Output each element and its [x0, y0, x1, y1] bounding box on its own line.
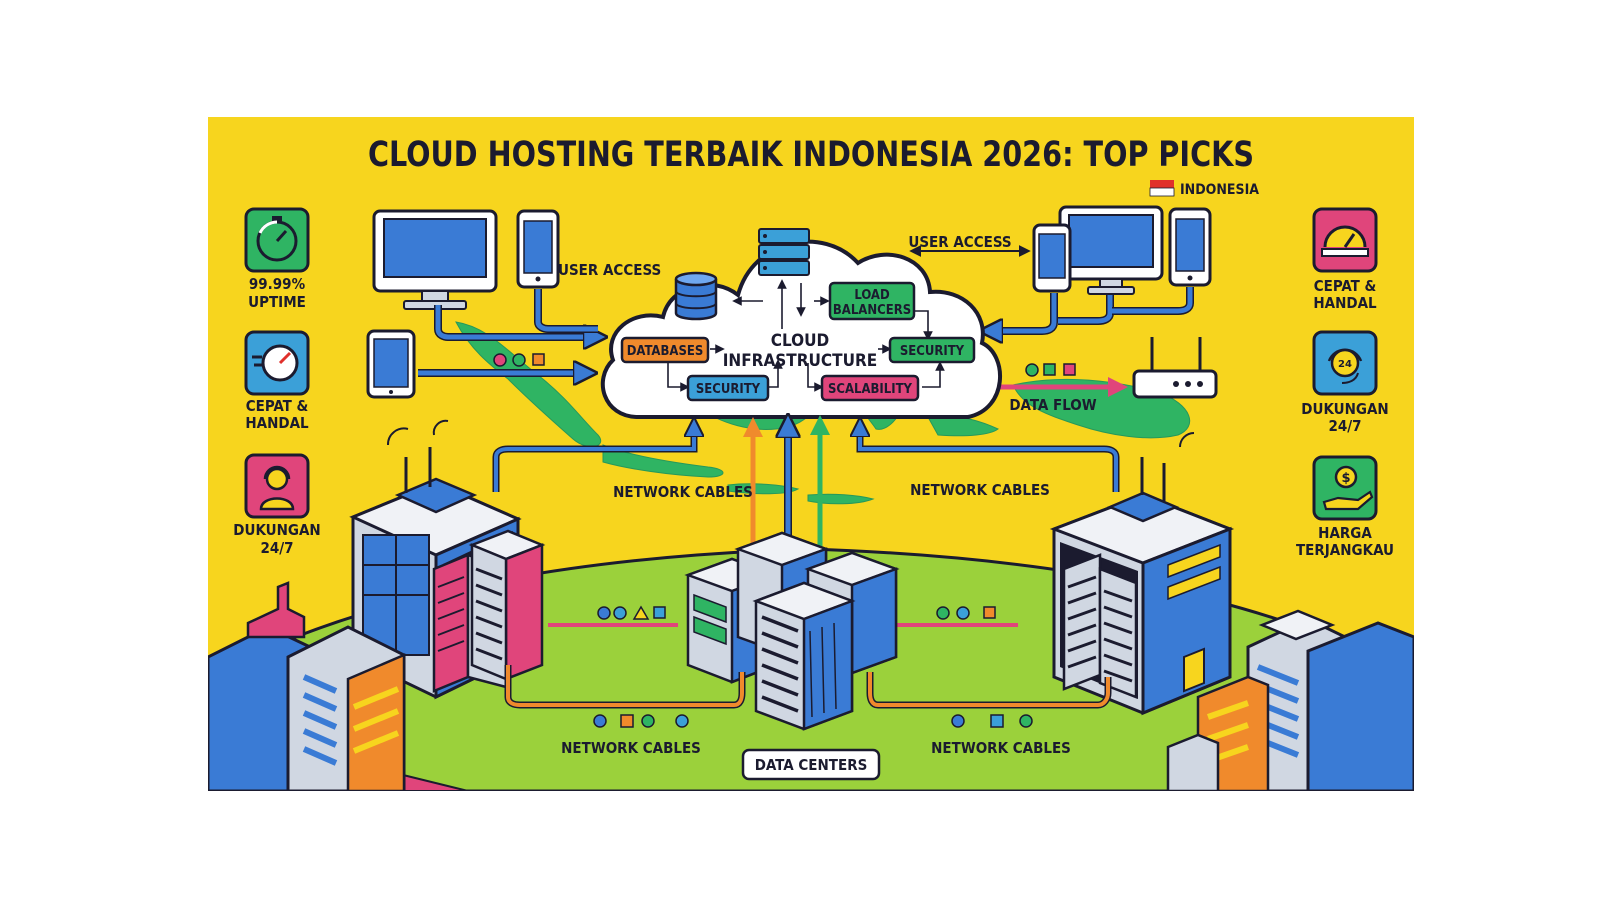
- speed-gauge-icon: [1321, 225, 1369, 257]
- tag-security-bottom-label: SECURITY: [696, 382, 761, 397]
- network-cables-left-label: NETWORK CABLES: [613, 483, 753, 501]
- network-cables-bottom-right-label: NETWORK CABLES: [931, 739, 1071, 757]
- data-flow-label: DATA FLOW: [1009, 396, 1096, 414]
- tag-security-bottom: SECURITY: [686, 374, 770, 402]
- data-packets-left: [493, 353, 545, 367]
- city-buildings-right: [1166, 609, 1414, 791]
- tag-databases: DATABASES: [620, 336, 710, 364]
- tablet-left-icon: [366, 329, 416, 399]
- data-packets-right: [1025, 363, 1076, 377]
- building-right: [1049, 432, 1235, 716]
- infographic-canvas: CLOUD HOSTING TERBAIK INDONESIA 2026: TO…: [208, 117, 1414, 791]
- desktop-monitor-right-icon: [1058, 205, 1164, 295]
- tag-scalability: SCALABILITY: [820, 374, 920, 402]
- left-feature-1-line-2: UPTIME: [248, 293, 306, 311]
- tag-databases-label: DATABASES: [627, 344, 704, 359]
- left-feature-3-line-2: 24/7: [260, 539, 293, 557]
- database-icon: [674, 271, 718, 321]
- left-feature-3: DUKUNGAN 24/7: [233, 453, 321, 557]
- server-racks-left: [432, 529, 546, 693]
- horizontal-links: [548, 605, 1018, 627]
- router-icon: [1132, 337, 1218, 399]
- speedometer-icon: [252, 344, 299, 382]
- center-data-center: [684, 531, 900, 731]
- server-rack-icon: [758, 228, 810, 276]
- left-feature-2-line-1: CEPAT &: [246, 397, 309, 415]
- cloud-infrastructure: LOAD BALANCERS DATABASES CLOUD INFRASTRU…: [600, 228, 1002, 419]
- headset-24-icon: 24: [1327, 348, 1363, 384]
- tag-security-right: SECURITY: [888, 336, 976, 364]
- uplink-cables: [492, 423, 1120, 562]
- left-feature-2: CEPAT & HANDAL: [244, 330, 310, 432]
- left-user-cables: [418, 289, 598, 373]
- left-feature-3-line-1: DUKUNGAN: [233, 521, 320, 539]
- smartphone-right-b-icon: [1168, 207, 1212, 287]
- money-hand-icon: $: [1322, 465, 1374, 511]
- smartphone-right-a-icon: [1032, 223, 1072, 293]
- right-feature-2-line-2: 24/7: [1328, 417, 1361, 435]
- stopwatch-icon: [256, 216, 298, 262]
- tag-load-balancers-line-2: BALANCERS: [833, 303, 911, 318]
- country-badge-label: INDONESIA: [1180, 182, 1259, 198]
- left-feature-2-line-2: HANDAL: [245, 414, 309, 432]
- cloud-center-line-1: CLOUD: [771, 331, 829, 351]
- network-cables-bottom-left-label: NETWORK CABLES: [561, 739, 701, 757]
- right-feature-3: $ HARGA TERJANGKAU: [1296, 455, 1394, 559]
- right-feature-2-line-1: DUKUNGAN: [1301, 400, 1388, 418]
- data-centers-badge: DATA CENTERS: [741, 748, 881, 781]
- left-feature-1: 99.99% UPTIME: [244, 207, 310, 311]
- svg-text:24: 24: [1338, 359, 1352, 370]
- left-feature-1-line-1: 99.99%: [249, 275, 306, 293]
- country-badge: INDONESIA: [1149, 180, 1259, 198]
- right-user-cables: [988, 287, 1194, 331]
- server-racks-right: [1062, 553, 1138, 699]
- user-access-left-label: USER ACCESS: [558, 261, 661, 279]
- building-left: [349, 419, 546, 700]
- svg-text:$: $: [1341, 471, 1350, 486]
- cloud-center-line-2: INFRASTRUCTURE: [723, 351, 878, 371]
- network-cables-right-label: NETWORK CABLES: [910, 481, 1050, 499]
- tag-load-balancers: LOAD BALANCERS: [828, 281, 916, 321]
- smartphone-left-icon: [516, 209, 560, 289]
- indonesia-flag-icon: [1150, 180, 1174, 188]
- support-agent-icon: [259, 465, 295, 511]
- right-feature-3-line-2: TERJANGKAU: [1296, 541, 1394, 559]
- right-feature-3-line-1: HARGA: [1318, 524, 1372, 542]
- data-centers-label: DATA CENTERS: [755, 756, 868, 774]
- right-feature-1-line-1: CEPAT &: [1314, 277, 1377, 295]
- tag-scalability-label: SCALABILITY: [828, 382, 913, 397]
- right-feature-1: CEPAT & HANDAL: [1312, 207, 1378, 312]
- right-feature-2: 24 DUKUNGAN 24/7: [1301, 330, 1389, 435]
- tag-load-balancers-line-1: LOAD: [854, 288, 890, 303]
- right-feature-1-line-2: HANDAL: [1313, 294, 1377, 312]
- bottom-cables: [504, 665, 1112, 709]
- tag-security-right-label: SECURITY: [900, 344, 965, 359]
- page-title: CLOUD HOSTING TERBAIK INDONESIA 2026: TO…: [368, 135, 1254, 175]
- city-buildings-left: [208, 581, 406, 791]
- user-access-right-label: USER ACCESS: [908, 233, 1011, 251]
- cloud-internal-arrows: [667, 279, 945, 392]
- data-packets-bottom: [593, 714, 1033, 728]
